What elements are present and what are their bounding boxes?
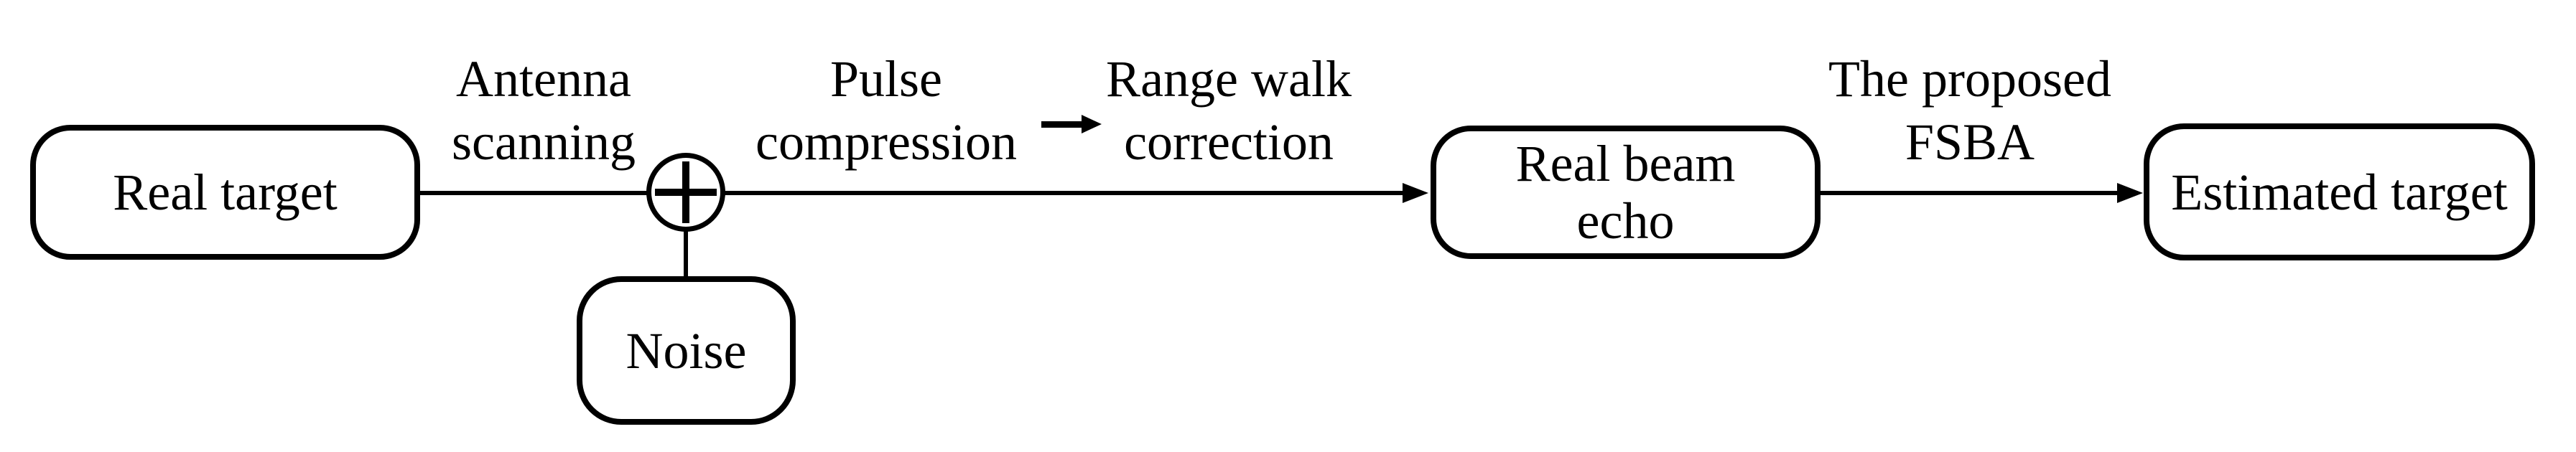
connector-noise-to-sum bbox=[684, 230, 688, 277]
edge-label-line1: Range walk bbox=[1106, 50, 1352, 108]
node-label: Real target bbox=[113, 164, 338, 221]
small-arrow-icon bbox=[1082, 115, 1102, 133]
edge-label-line2: FSBA bbox=[1905, 113, 2035, 171]
arrowhead-icon bbox=[1403, 183, 1428, 203]
edge-label-line1: The proposed bbox=[1828, 50, 2111, 108]
arrowhead-icon bbox=[2117, 183, 2143, 203]
connector-real-beam-to-estimated bbox=[1819, 191, 2119, 195]
plus-icon bbox=[682, 161, 689, 223]
edge-label-line2: compression bbox=[755, 113, 1017, 171]
edge-label-antenna-scanning: Antenna scanning bbox=[357, 47, 730, 174]
node-real-beam-echo: Real beam echo bbox=[1431, 126, 1821, 259]
edge-label-line1: Pulse bbox=[829, 50, 943, 108]
edge-label-range-walk-correction: Range walk correction bbox=[1042, 47, 1415, 174]
node-estimated-target: Estimated target bbox=[2144, 123, 2535, 260]
edge-label-proposed-fsba: The proposed FSBA bbox=[1783, 47, 2157, 174]
edge-label-pulse-compression: Pulse compression bbox=[699, 47, 1073, 174]
connector-sum-to-real-beam-echo bbox=[722, 191, 1404, 195]
edge-label-line2: correction bbox=[1124, 113, 1334, 171]
node-label: Estimated target bbox=[2171, 163, 2508, 221]
node-noise: Noise bbox=[577, 276, 796, 425]
small-arrow-shaft bbox=[1041, 121, 1083, 128]
node-label-line1: Real beam bbox=[1515, 135, 1736, 192]
node-real-target: Real target bbox=[30, 125, 420, 260]
connector-real-target-to-sum bbox=[419, 191, 648, 195]
edge-label-line2: scanning bbox=[452, 113, 636, 171]
node-label: Noise bbox=[626, 321, 747, 380]
node-label-line2: echo bbox=[1576, 192, 1675, 250]
edge-label-line1: Antenna bbox=[456, 50, 631, 108]
